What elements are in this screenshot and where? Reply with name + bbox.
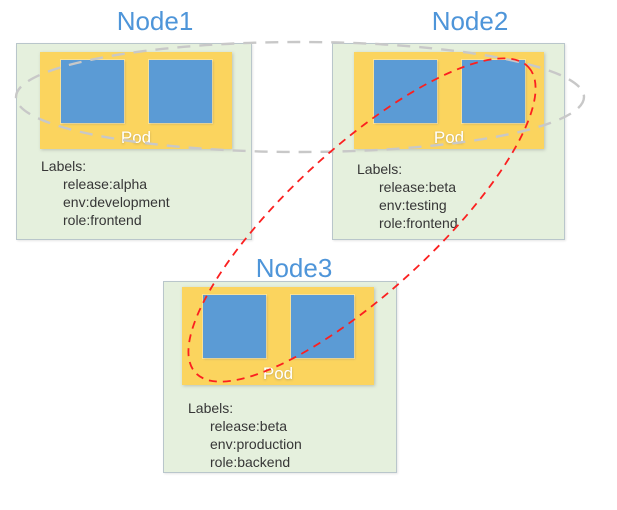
container-square (290, 295, 354, 358)
node1-pod-box: Pod (40, 52, 232, 149)
node3-title: Node3 (255, 253, 333, 283)
label-line: release:beta (379, 179, 457, 195)
label-line: role:backend (210, 454, 291, 470)
node3-pod-box: Pod (182, 287, 374, 385)
node2-pod-label: Pod (433, 128, 465, 147)
container-square (461, 60, 525, 123)
node1-box: Pod Labels: release:alpha env:developmen… (16, 43, 252, 240)
container-square (148, 60, 212, 123)
label-line: release:beta (210, 418, 288, 434)
node3-labels-block: Labels: release:beta env:production role… (188, 399, 392, 471)
node3-box: Pod Labels: release:beta env:production … (163, 281, 397, 473)
node3-pod-label: Pod (262, 364, 294, 383)
labels-heading: Labels: (188, 400, 234, 416)
labels-heading: Labels: (41, 158, 87, 174)
label-line: env:testing (379, 197, 447, 213)
container-square (202, 295, 266, 358)
node1-pod-label: Pod (120, 128, 152, 147)
node2-box: Pod Labels: release:beta env:testing rol… (332, 43, 565, 240)
node2-labels-block: Labels: release:beta env:testing role:fr… (357, 160, 560, 232)
node2-title: Node2 (431, 6, 509, 36)
node2-pod-box: Pod (354, 52, 544, 149)
node1-title: Node1 (116, 6, 194, 36)
label-line: role:frontend (379, 215, 458, 231)
node1-labels-block: Labels: release:alpha env:development ro… (41, 157, 247, 229)
label-line: env:production (210, 436, 302, 452)
label-line: env:development (63, 194, 170, 210)
container-square (60, 60, 124, 123)
labels-heading: Labels: (357, 161, 403, 177)
container-square (373, 60, 437, 123)
label-line: release:alpha (63, 176, 148, 192)
label-line: role:frontend (63, 212, 142, 228)
